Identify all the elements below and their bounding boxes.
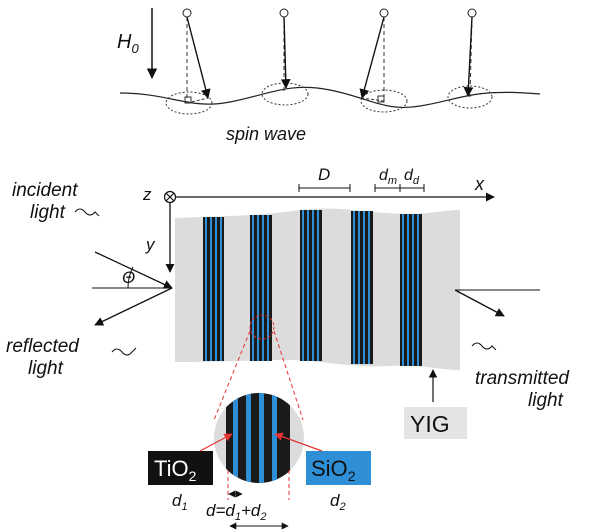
dd-label: dd — [404, 167, 420, 187]
reflected-light-label: reflected light — [6, 336, 84, 379]
yig-film-panel: z x y D dm dd — [6, 165, 574, 439]
multilayer-block-3 — [300, 210, 322, 361]
incident-light-label: incident light — [12, 180, 83, 223]
z-axis-symbol — [163, 190, 177, 204]
yig-label-box — [404, 407, 467, 439]
tio2-label: TiO2 — [154, 456, 197, 484]
period-dimension: D — [298, 165, 351, 192]
zoom-panel: TiO2 SiO2 d1 d2 d=d1+d2 — [148, 314, 371, 530]
z-axis-label: z — [142, 185, 152, 204]
spin-wave-panel: H0 — [117, 8, 541, 144]
reflected-squiggle — [111, 347, 137, 356]
incident-squiggle — [74, 208, 100, 217]
spin-precession-2 — [261, 8, 309, 106]
multilayer-block-5 — [400, 214, 422, 366]
zoom-source-circle — [249, 314, 275, 340]
spin-wave-caption: spin wave — [226, 124, 306, 144]
spin-precession-1 — [165, 8, 213, 115]
angle-label: Θ — [122, 268, 135, 287]
multilayer-block-2 — [250, 215, 272, 361]
sio2-label: SiO2 — [311, 456, 356, 484]
transmitted-ray — [454, 289, 505, 317]
magnified-multilayer — [226, 393, 290, 483]
incident-ray — [94, 251, 173, 289]
spin-wave-curve — [119, 86, 541, 109]
d2-label: d2 — [330, 491, 346, 513]
period-formula: d=d1+d2 — [206, 501, 266, 523]
spin-precession-4 — [447, 8, 493, 109]
reflected-ray — [94, 287, 173, 326]
h0-label: H0 — [117, 31, 139, 56]
layer-dimensions: dm dd — [374, 167, 425, 192]
light-rays: Θ — [74, 208, 540, 356]
multilayer-block-4 — [351, 211, 373, 364]
dm-label: dm — [379, 167, 397, 187]
sio2-pointer — [274, 432, 323, 452]
tio2-pointer — [199, 433, 233, 452]
angle-arc — [127, 266, 134, 289]
y-axis-label: y — [145, 235, 156, 254]
transmitted-squiggle — [471, 342, 497, 351]
multilayer-block-1 — [203, 217, 224, 361]
d1-label: d1 — [172, 491, 188, 513]
spin-precession-3 — [359, 8, 408, 113]
transmitted-light-label: transmitted light — [475, 368, 574, 411]
sio2-label-box — [306, 451, 371, 485]
tio2-label-box — [148, 451, 213, 485]
period-label: D — [318, 165, 330, 184]
yig-label: YIG — [410, 411, 450, 437]
x-axis-label: x — [474, 174, 485, 194]
